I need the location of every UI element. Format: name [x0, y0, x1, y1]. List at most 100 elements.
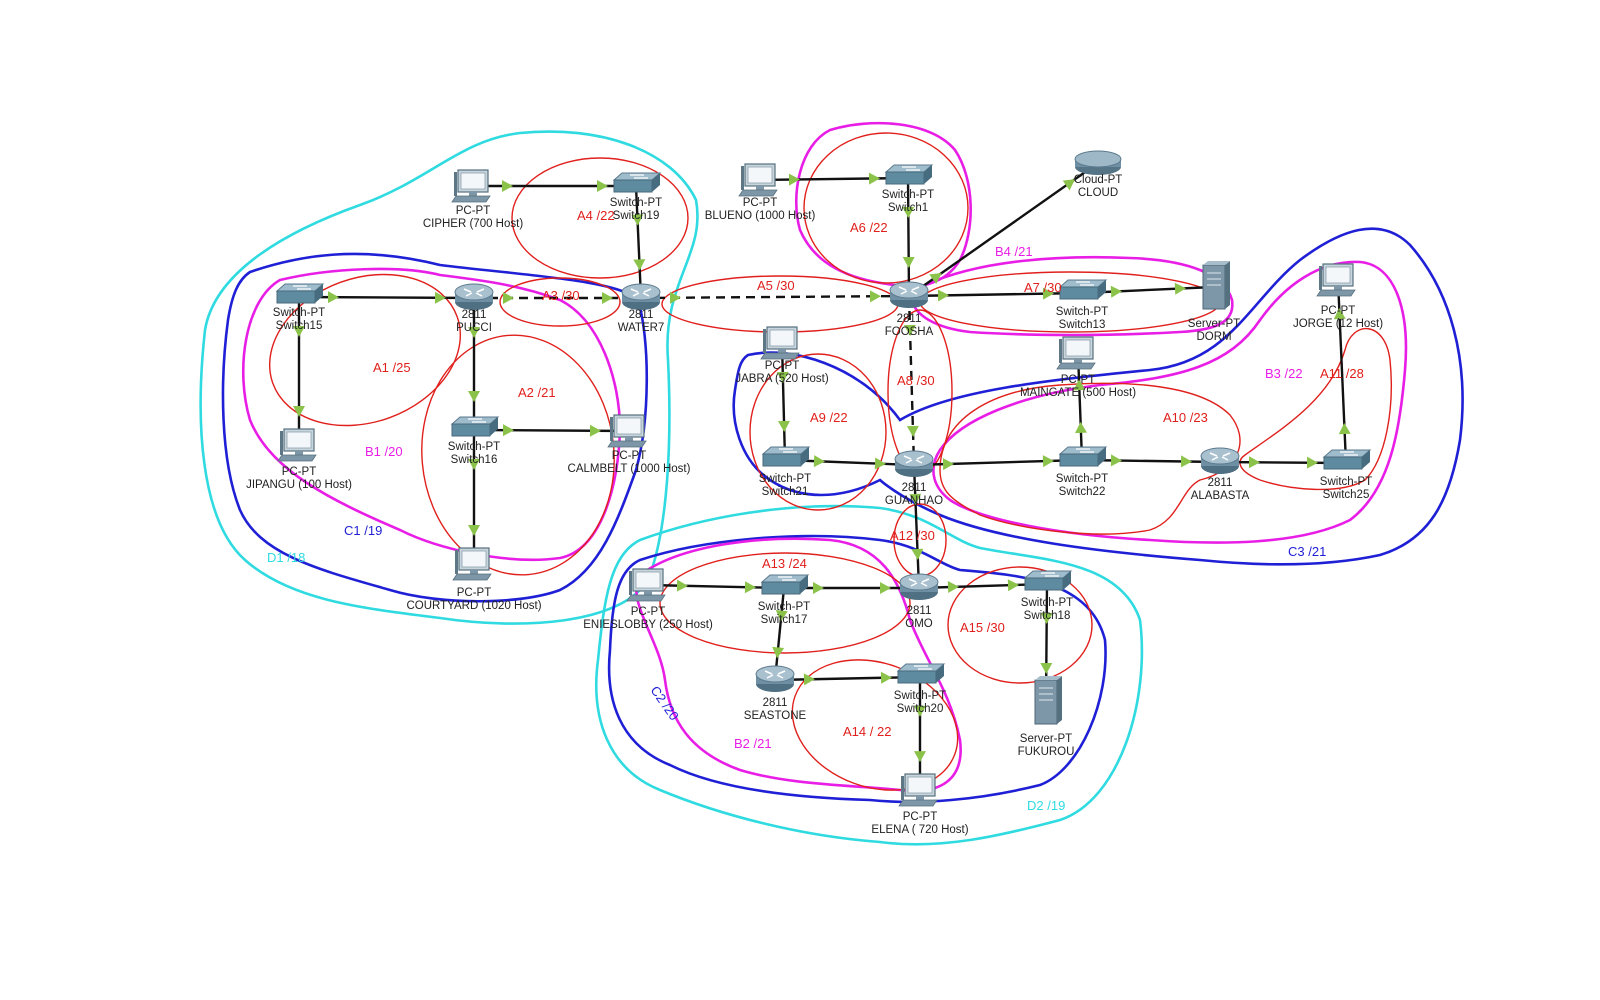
pc-icon [760, 326, 800, 360]
subnet-label-c1: C1 /19 [344, 523, 382, 538]
link-line [1076, 352, 1084, 461]
link-line [634, 185, 643, 299]
subnet-label-c2: C2 /20 [648, 683, 682, 723]
device-type-label: 2811 [897, 313, 922, 325]
router-icon [454, 283, 494, 310]
link-line [1081, 458, 1221, 464]
subnet-region-a4 [511, 157, 689, 279]
subnet-region-c1 [221, 252, 649, 603]
link-endpoint-marker [327, 291, 339, 304]
switch-icon [1023, 570, 1073, 591]
link-guanhao-switch22 [913, 455, 1083, 471]
subnet-region-a13 [659, 552, 911, 654]
device-name-label: Switch19 [613, 210, 660, 222]
link-endpoint-marker [1306, 456, 1318, 469]
device-name-label: COURTYARD (1020 Host) [406, 600, 541, 612]
device-type-label: Switch-PT [882, 189, 934, 201]
switch-icon [884, 164, 934, 185]
link-switch20-elena [914, 677, 926, 790]
device-name-label: Switch15 [276, 320, 323, 332]
link-endpoint-marker [468, 391, 480, 402]
links-layer [293, 162, 1351, 790]
subnet-region-a11 [1239, 327, 1392, 491]
link-endpoint-marker [1248, 456, 1260, 469]
link-guanhao-omo [909, 464, 924, 589]
subnet-label-d1: D1 /18 [267, 550, 305, 565]
device-type-label: Switch-PT [894, 690, 946, 702]
pc-icon [277, 428, 317, 462]
link-endpoint-marker [874, 457, 886, 470]
link-line [298, 295, 475, 300]
device-name-label: JORGE (12 Host) [1293, 318, 1383, 330]
link-switch15-jipangu [293, 297, 305, 445]
subnet-label-a12: A12 /30 [890, 528, 935, 543]
link-endpoint-marker [1174, 282, 1186, 295]
router-icon [899, 573, 939, 600]
device-type-label: 2811 [629, 309, 654, 321]
link-foosha-guanhao [903, 295, 919, 466]
device-type-label: PC-PT [1061, 374, 1096, 386]
subnet-label-a3: A3 /30 [542, 288, 580, 303]
link-line [912, 464, 921, 589]
device-type-label: 2811 [907, 605, 932, 617]
device-type-label: PC-PT [631, 606, 666, 618]
device-type-label: 2811 [763, 697, 788, 709]
device-name-label: Switch1 [888, 202, 928, 214]
subnet-label-a7: A7 /30 [1024, 280, 1062, 295]
link-endpoint-marker [589, 424, 601, 437]
link-foosha-cloud [908, 162, 1099, 297]
device-type-label: PC-PT [743, 197, 778, 209]
device-name-label: FOOSHA [885, 326, 934, 338]
router-icon [1200, 447, 1240, 474]
device-type-label: Server-PT [1188, 318, 1240, 330]
device-type-label: 2811 [902, 482, 927, 494]
switch-icon [896, 663, 946, 684]
pc-icon [626, 568, 666, 602]
link-endpoint-marker [633, 259, 646, 271]
device-type-label: PC-PT [282, 466, 317, 478]
link-pucci-water7 [474, 292, 641, 304]
device-name-label: Switch18 [1024, 610, 1071, 622]
device-type-label: Switch-PT [758, 601, 810, 613]
cloud-icon [1074, 150, 1122, 175]
link-endpoint-marker [1110, 454, 1122, 467]
device-type-label: Switch-PT [1056, 306, 1108, 318]
link-switch22-alabasta [1081, 454, 1221, 468]
link-endpoint-marker [1074, 421, 1087, 434]
link-endpoint-marker [468, 327, 480, 338]
switch-icon [275, 283, 325, 304]
link-foosha-switch13 [908, 287, 1083, 302]
